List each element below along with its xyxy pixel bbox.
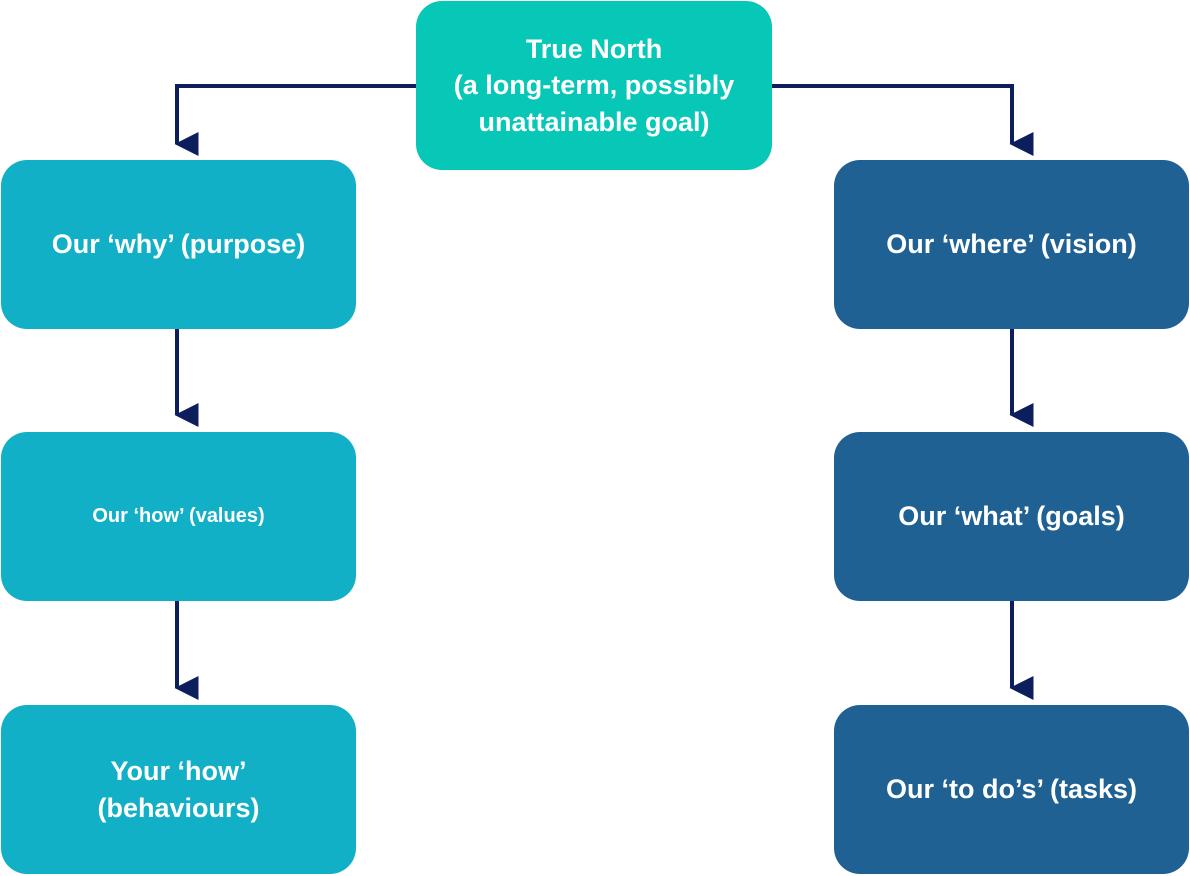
- behaviours-node: Your ‘how’ (behaviours): [1, 705, 356, 874]
- true-north-node: True North (a long-term, possibly unatta…: [416, 1, 772, 170]
- tasks-label: Our ‘to do’s’ (tasks): [885, 774, 1138, 805]
- values-label: Our ‘how’ (values): [92, 505, 265, 528]
- tasks-node: Our ‘to do’s’ (tasks): [834, 705, 1189, 874]
- purpose-label: Our ‘why’ (purpose): [51, 229, 306, 260]
- behaviours-label: Your ‘how’ (behaviours): [97, 756, 260, 823]
- edge-true-north-to-why: [174, 84, 416, 156]
- vision-label: Our ‘where’ (vision): [886, 229, 1137, 260]
- goals-node: Our ‘what’ (goals): [834, 432, 1189, 601]
- vision-node: Our ‘where’ (vision): [834, 160, 1189, 329]
- goals-label: Our ‘what’ (goals): [898, 501, 1125, 532]
- true-north-label: True North (a long-term, possibly unatta…: [453, 34, 735, 137]
- purpose-node: Our ‘why’ (purpose): [1, 160, 356, 329]
- edge-true-north-to-where: [772, 84, 1034, 156]
- values-node: Our ‘how’ (values): [1, 432, 356, 601]
